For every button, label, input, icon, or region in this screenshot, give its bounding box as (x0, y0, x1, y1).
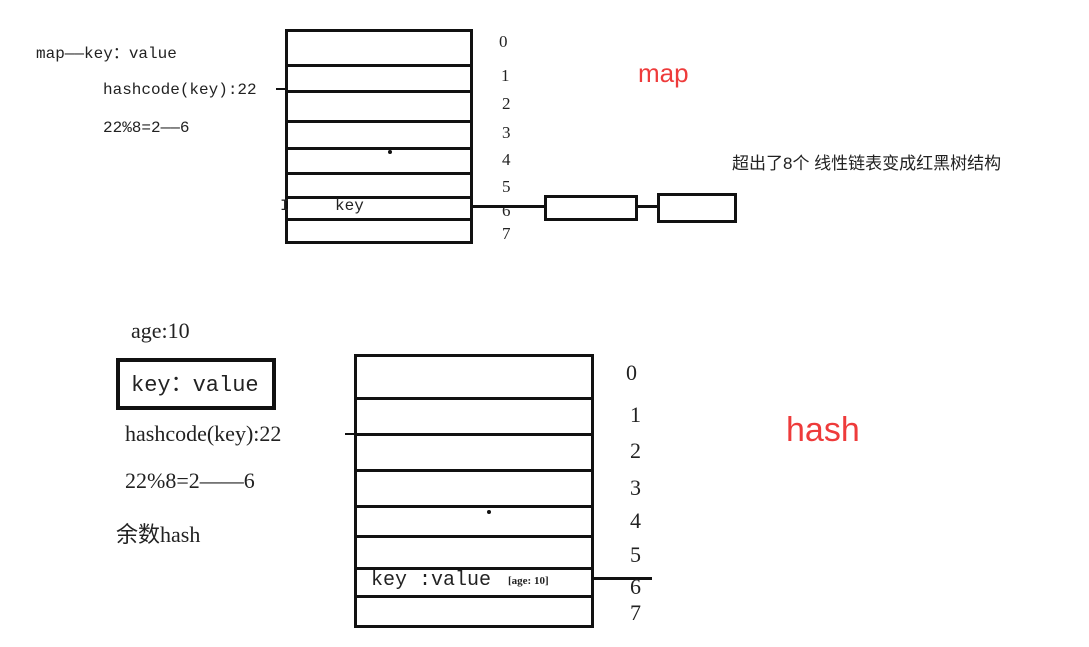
bottom-index-0: 0 (626, 360, 637, 385)
top-mod-text: 22%8=2——6 (103, 119, 190, 137)
top-bucket-7 (288, 221, 470, 244)
top-index-2: 2 (502, 94, 511, 113)
bottom-hash-pointer-tick (345, 433, 357, 435)
age-text: age:10 (131, 318, 190, 343)
top-index-1: 1 (501, 66, 510, 85)
bottom-bucket-4 (357, 508, 591, 538)
chain-node-2 (657, 193, 737, 223)
top-bucket-3 (288, 123, 470, 150)
bottom-index-6: 6 (630, 574, 641, 599)
bottom-index-3: 3 (630, 475, 641, 500)
bottom-index-4: 4 (630, 508, 641, 533)
bottom-pointer-line (592, 577, 652, 580)
bottom-dot-mark (487, 510, 491, 514)
bottom-mod-text: 22%8=2——6 (125, 468, 255, 493)
bottom-bucket-array (354, 354, 594, 628)
chain-connector-1 (472, 205, 546, 208)
top-index-3: 3 (502, 123, 511, 142)
bottom-bucket-3 (357, 472, 591, 508)
bottom-index-7: 7 (630, 600, 641, 625)
top-bucket-5 (288, 175, 470, 199)
bottom-slot-small-text: [age: 10] (508, 575, 549, 587)
treeify-note: 超出了8个 线性链表变成红黑树结构 (732, 154, 1002, 173)
bottom-bucket-2 (357, 436, 591, 472)
bottom-index-1: 1 (630, 402, 641, 427)
map-key-value-text: map——key：value (36, 45, 177, 63)
top-index-6: 6 (502, 201, 511, 220)
top-bucket-2 (288, 93, 470, 123)
top-bucket-0 (288, 32, 470, 67)
bottom-bucket-5 (357, 538, 591, 570)
key-value-box-text: key：value (131, 373, 259, 398)
top-index-4: 4 (502, 150, 511, 169)
map-title: map (638, 58, 689, 88)
top-index-0: 0 (499, 32, 508, 51)
top-index-7: 7 (502, 224, 511, 243)
top-hash-pointer-tick (276, 88, 288, 90)
top-cursor-mark: I (280, 197, 290, 215)
bottom-slot-value-text: key :value (371, 569, 492, 592)
top-index-5: 5 (502, 177, 511, 196)
top-bucket-6 (288, 199, 470, 221)
bottom-index-2: 2 (630, 438, 641, 463)
bottom-bucket-7 (357, 598, 591, 628)
bottom-index-5: 5 (630, 542, 641, 567)
bottom-bucket-1 (357, 400, 591, 436)
chain-connector-2 (636, 205, 660, 208)
top-bucket-1 (288, 67, 470, 93)
hash-title: hash (786, 411, 860, 449)
top-slot-key-text: key (335, 197, 364, 215)
chain-node-1 (544, 195, 638, 221)
remainder-hash-text: 余数hash (116, 522, 201, 547)
top-bucket-array (285, 29, 473, 244)
top-bucket-4 (288, 150, 470, 175)
bottom-hashcode-text: hashcode(key):22 (125, 421, 282, 446)
key-value-box (116, 358, 276, 410)
bottom-bucket-6 (357, 570, 591, 598)
top-dot-mark (388, 150, 392, 154)
bottom-bucket-0 (357, 357, 591, 400)
top-hashcode-text: hashcode(key):22 (103, 81, 257, 99)
